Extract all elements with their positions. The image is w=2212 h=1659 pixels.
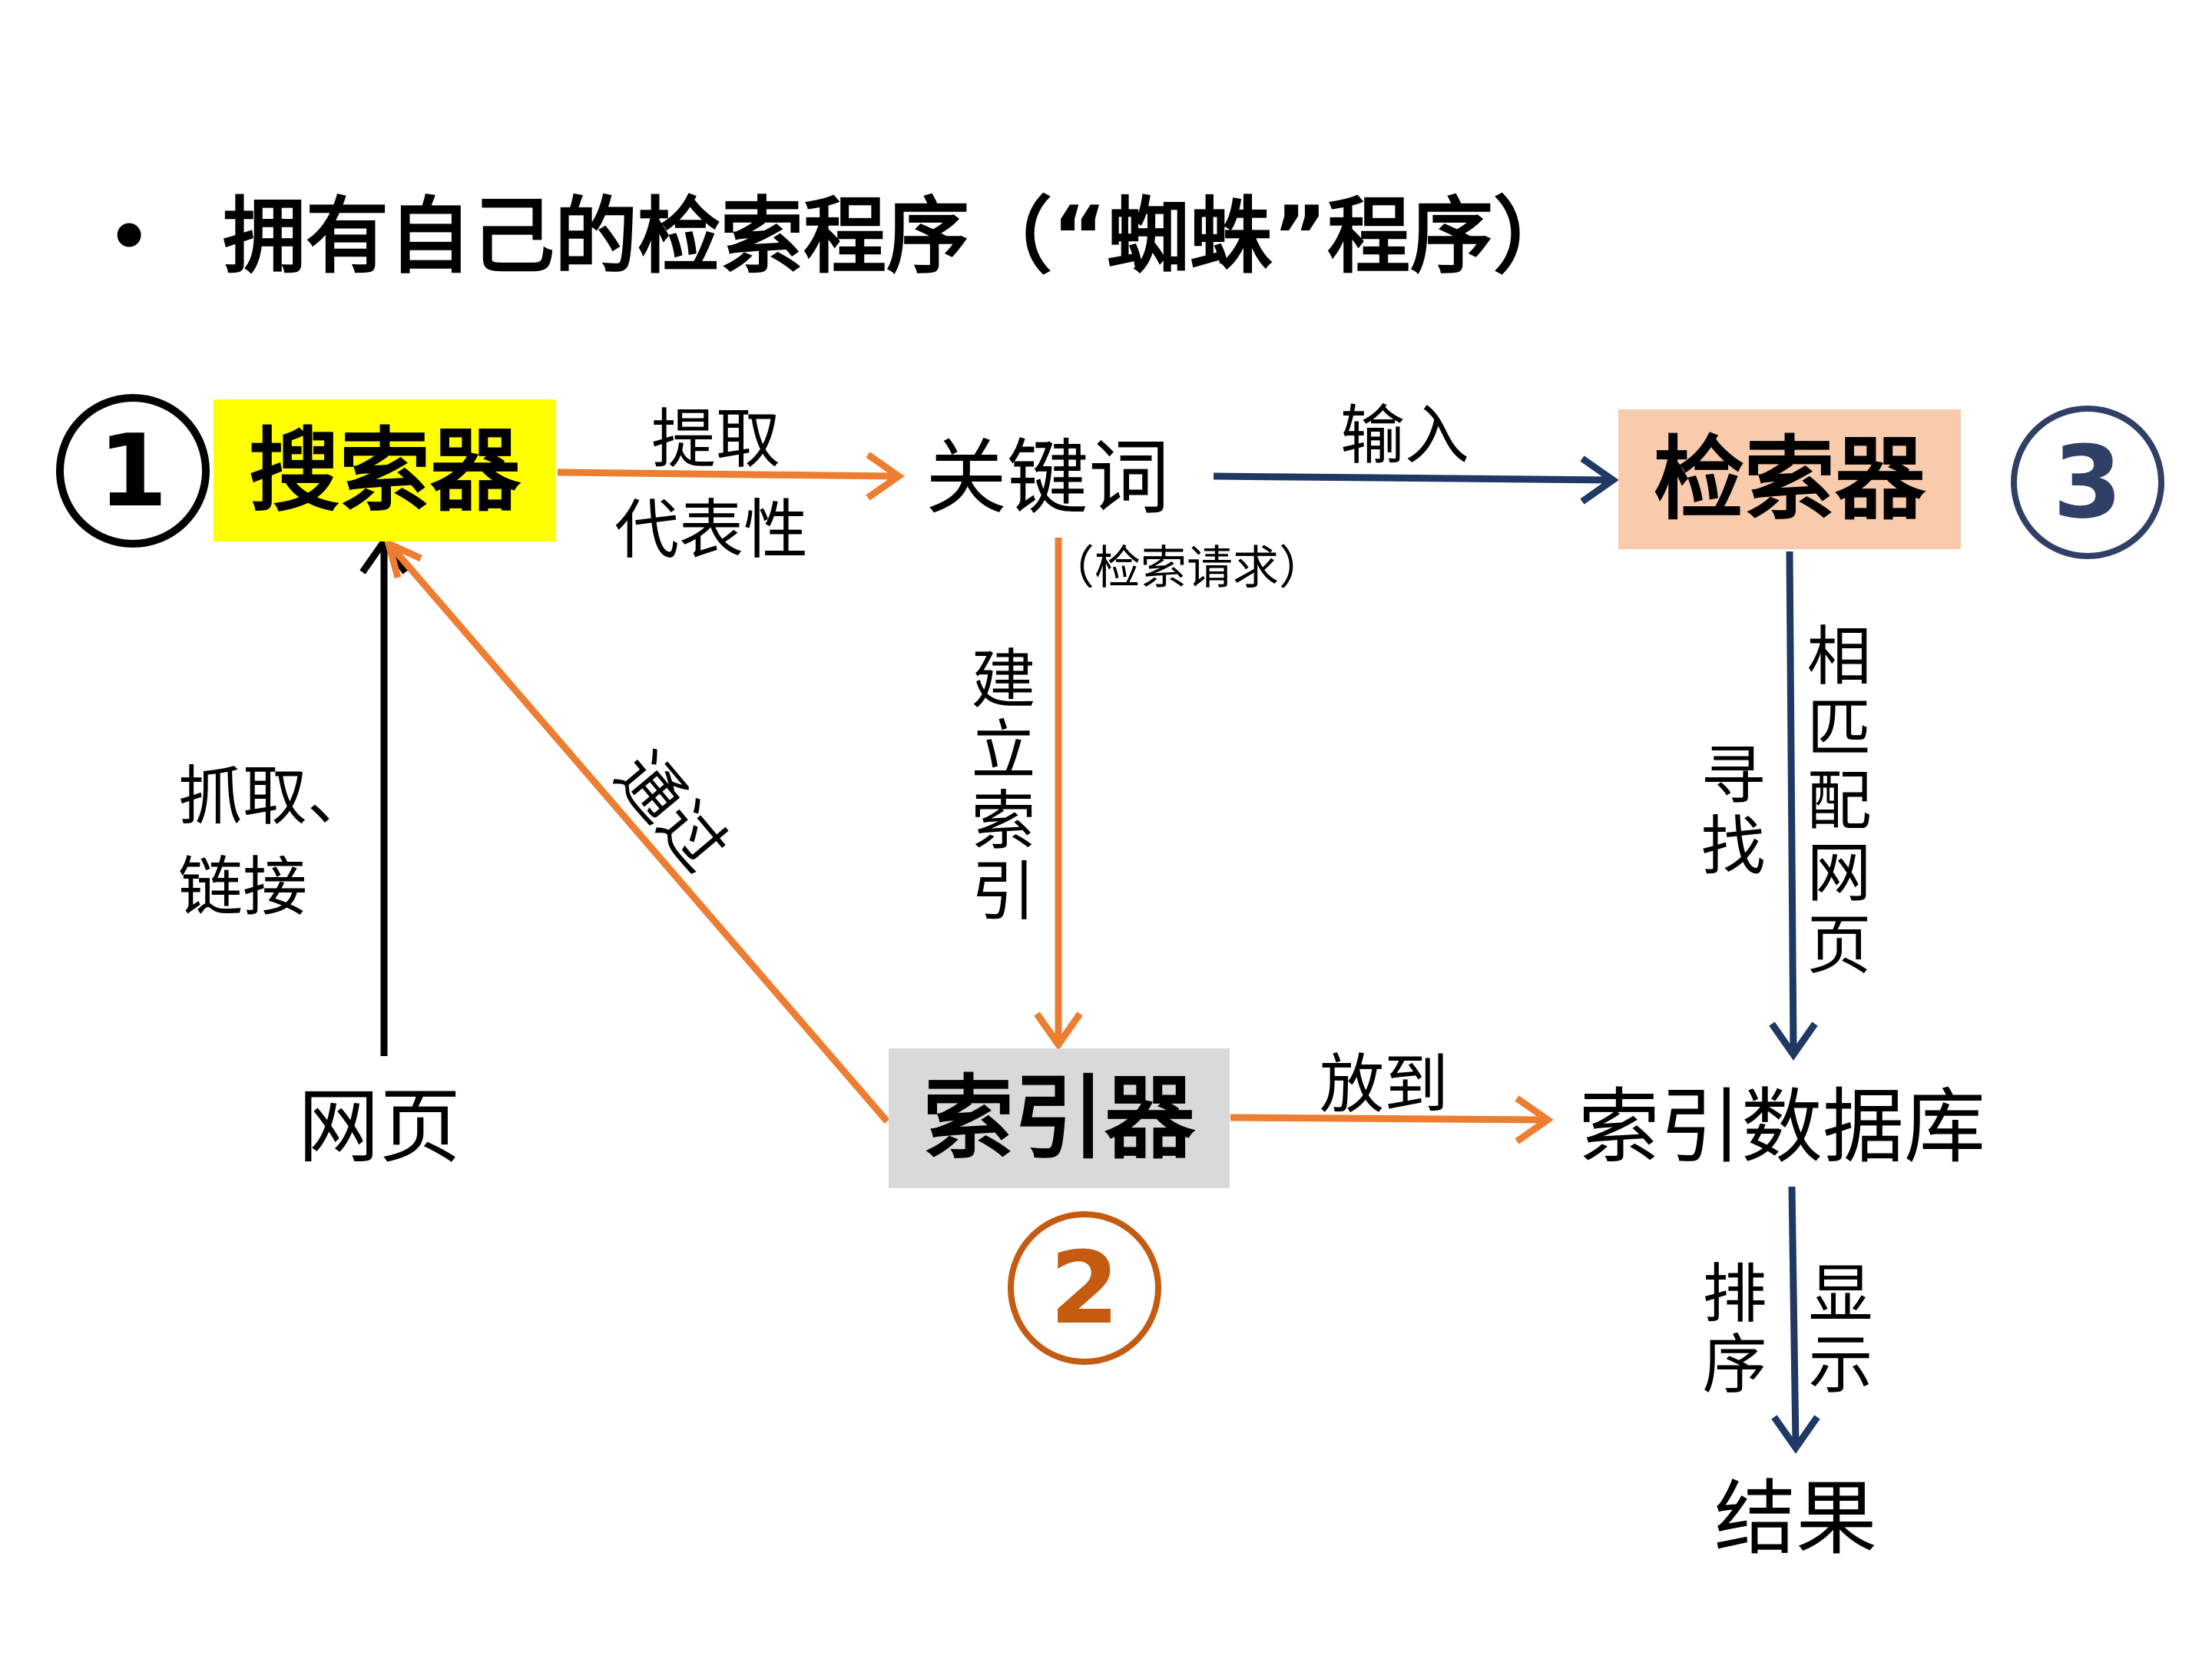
arrow-keywords-to-retriever [1213, 472, 1610, 484]
label-extract-line1: 提取 [651, 402, 781, 477]
marker-2-label: 2 [1049, 1230, 1120, 1346]
retriever-label: 检索器 [1653, 426, 1926, 532]
retriever-node: 检索器 [1618, 409, 1961, 549]
label-build-index: 建立索引 [961, 645, 1036, 928]
marker-3: 3 [2011, 406, 2164, 559]
label-sort: 排序 [1692, 1260, 1767, 1401]
label-extract-line2: 代表性 [614, 492, 809, 568]
arrowhead-keywords-to-indexer [1034, 1012, 1083, 1051]
label-display: 显示 [1798, 1260, 1873, 1401]
marker-2: 2 [1008, 1211, 1161, 1365]
result-node: 结果 [1714, 1472, 1877, 1566]
indexer-node: 索引器 [889, 1048, 1230, 1188]
searcher-node: 搜索器 [214, 399, 556, 541]
arrow-searcher-to-keywords [557, 469, 896, 480]
arrowhead-retriever-to-db [1769, 1022, 1818, 1061]
marker-3-label: 3 [2052, 424, 2123, 541]
arrowhead-indexer-to-db [1515, 1095, 1554, 1144]
label-input: 输入 [1340, 398, 1470, 473]
label-crawl-line1: 抓取、 [178, 759, 373, 834]
arrow-retriever-to-db [1786, 551, 1797, 1051]
marker-1: 1 [56, 394, 210, 548]
arrowhead-webpage-to-searcher [359, 535, 409, 575]
index-db-node: 索引数据库 [1578, 1080, 1985, 1174]
arrow-indexer-to-db [1230, 1114, 1545, 1124]
label-query-note: （检索请求） [1048, 541, 1325, 595]
keywords-node: 关键词 [926, 431, 1170, 525]
arrowhead-indexer-to-searcher [383, 537, 422, 579]
arrowhead-db-to-result [1771, 1415, 1820, 1454]
arrowhead-searcher-to-keywords [866, 452, 905, 501]
arrow-db-to-result [1788, 1186, 1800, 1445]
label-find: 寻找 [1690, 741, 1766, 882]
arrow-indexer-to-searcher [389, 545, 890, 1124]
page-title: 拥有自己的检索程序（“蜘蛛”程序） [223, 189, 1576, 285]
label-place-into: 放到 [1320, 1047, 1449, 1122]
arrowhead-keywords-to-retriever [1580, 455, 1619, 505]
label-match-pages: 相匹配网页 [1796, 622, 1872, 983]
webpage-node: 网页 [298, 1080, 461, 1174]
label-crawl-line2: 链接 [178, 849, 308, 925]
indexer-label: 索引器 [922, 1065, 1195, 1171]
searcher-label: 搜索器 [248, 417, 521, 524]
title-bullet: • [108, 197, 151, 276]
marker-1-label: 1 [98, 412, 168, 529]
